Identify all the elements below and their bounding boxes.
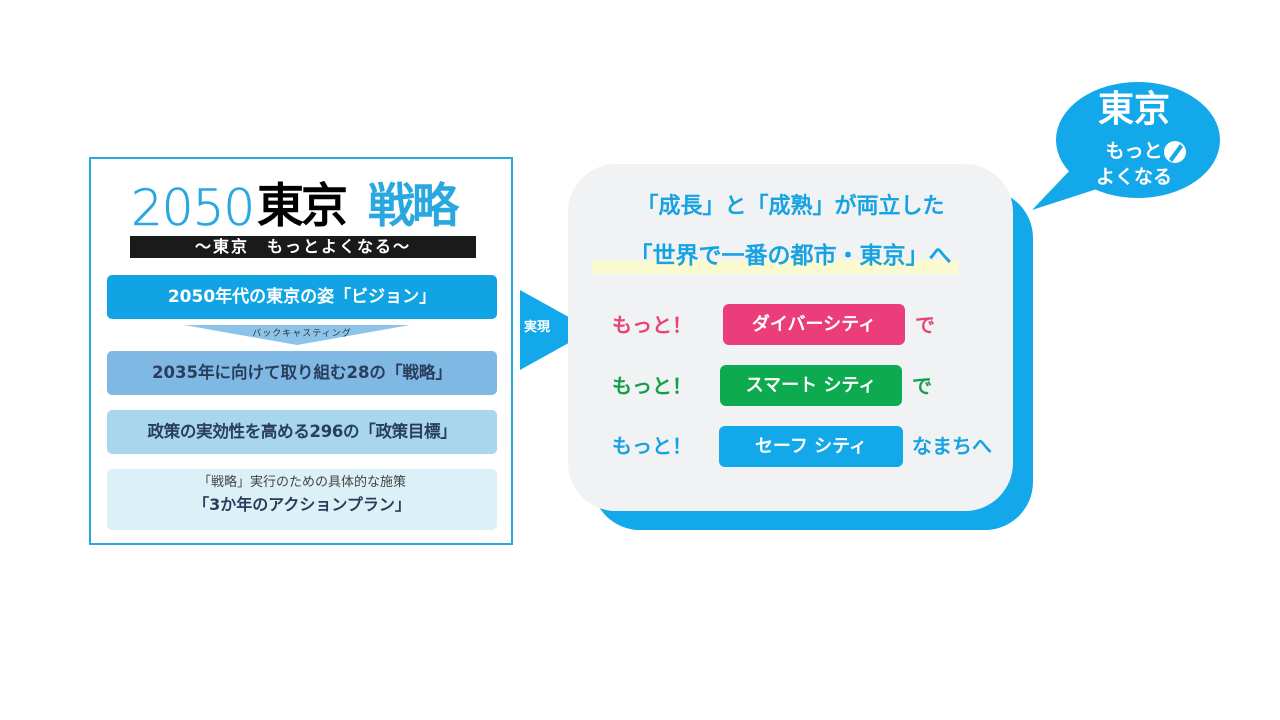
- action-plan-tier: 「戦略」実行のための具体的な施策 「3か年のアクションプラン」: [107, 469, 497, 530]
- headline-growth-maturity: 「成長」と「成熟」が両立した: [636, 194, 945, 219]
- row-safe-suffix: なまちへ: [912, 434, 992, 458]
- badge-tagline-line2: よくなる: [1095, 166, 1172, 188]
- realize-arrow-icon: [520, 290, 592, 370]
- action-plan-title: 「3か年のアクションプラン」: [193, 495, 411, 514]
- vision-tier: 2050年代の東京の姿「ビジョン」: [107, 275, 497, 319]
- pen-icon: [1164, 141, 1186, 163]
- row-smart-motto: もっと！: [612, 374, 692, 398]
- diversity-city-pill: ダイバーシティ: [723, 304, 905, 345]
- logo-tagline-banner: ～東京 もっとよくなる～: [130, 236, 476, 258]
- realize-label: 実現: [524, 320, 551, 335]
- badge-tagline-line1: もっと: [1105, 140, 1163, 162]
- headline-highlight: [592, 260, 958, 274]
- backcasting-label: バックキャスティング: [252, 329, 352, 339]
- policy-goals-tier: 政策の実効性を高める296の「政策目標」: [107, 410, 497, 454]
- logo-year: 2050: [131, 179, 256, 237]
- backcasting-arrow-icon: [184, 325, 410, 345]
- badge-title: 東京: [1097, 89, 1170, 130]
- row-diversity-suffix: で: [915, 313, 935, 337]
- action-plan-subtitle: 「戦略」実行のための具体的な施策: [197, 475, 406, 490]
- logo-tokyo-word: 東京: [257, 179, 348, 234]
- row-safe-motto: もっと！: [612, 434, 692, 458]
- smart-city-pill: スマート シティ: [720, 365, 902, 406]
- strategy-tier: 2035年に向けて取り組む28の「戦略」: [107, 351, 497, 395]
- row-diversity-motto: もっと！: [612, 313, 692, 337]
- safe-city-pill: セーフ シティ: [719, 426, 903, 467]
- row-smart-suffix: で: [912, 374, 932, 398]
- speech-balloon-badge: [1032, 82, 1220, 210]
- logo-strategy-word: 戦略: [368, 179, 459, 234]
- strategy-panel: 2050 東京 戦略 ～東京 もっとよくなる～ 2050年代の東京の姿「ビジョン…: [89, 157, 513, 545]
- headline-best-city: 「世界で一番の都市・東京」へ: [629, 243, 952, 269]
